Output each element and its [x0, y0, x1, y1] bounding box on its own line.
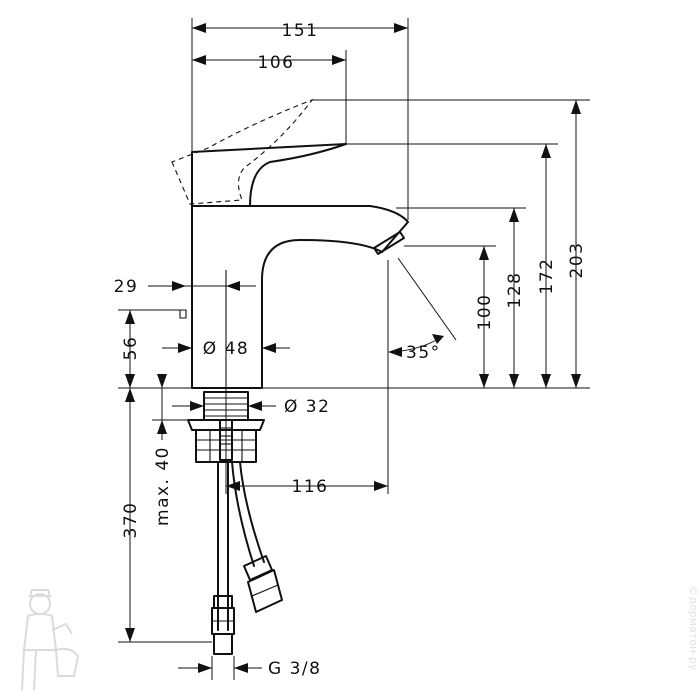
plumber-mascot-icon [21, 589, 80, 691]
dim-overall-depth: 151 [282, 21, 319, 41]
dim-spout-projection: 116 [292, 477, 329, 497]
dim-handle-reach: 106 [258, 53, 295, 73]
dim-handle-height: 172 [537, 258, 557, 295]
watermark: ©дерматон-ру [21, 585, 700, 691]
dim-outlet-height: 100 [475, 294, 495, 331]
supply-hoses [211, 461, 283, 655]
dim-shank-length: 370 [121, 502, 141, 539]
dim-spout-height: 128 [505, 272, 525, 309]
dimension-labels: 151 106 203 172 128 100 29 56 Ø 48 Ø 32 … [114, 21, 587, 679]
dim-max-deck-thickness: max. 40 [153, 446, 173, 526]
extension-lines [118, 18, 590, 643]
dim-body-diameter: Ø 48 [203, 339, 249, 359]
dim-spray-angle: 35° [406, 343, 441, 363]
dim-shank-diameter: Ø 32 [284, 397, 330, 417]
dim-connection-thread: G 3/8 [268, 659, 321, 679]
dim-rear-offset: 29 [114, 277, 139, 297]
dim-handle-raised-height: 203 [567, 242, 587, 279]
dim-lever-height: 56 [121, 336, 141, 361]
watermark-text: ©дерматон-ру [687, 585, 700, 671]
dimension-lines [125, 23, 581, 680]
